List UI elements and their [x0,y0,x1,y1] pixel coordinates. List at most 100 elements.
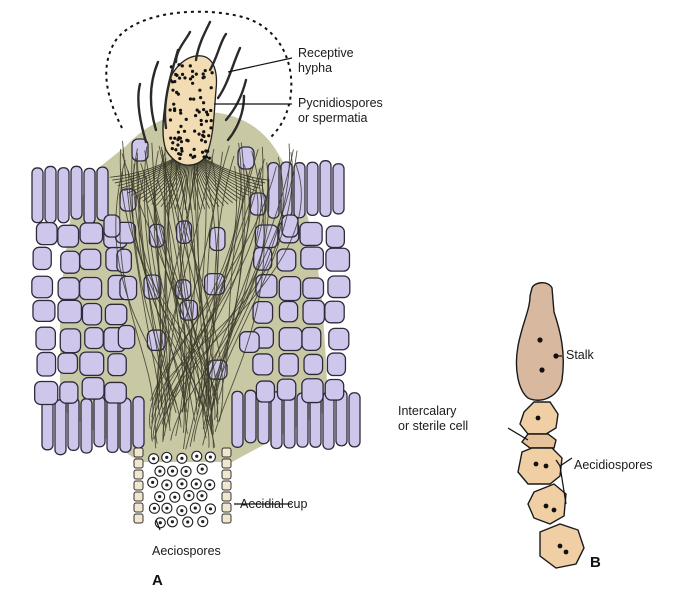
intercalary-cell-label-line2: or sterile cell [398,419,468,434]
host-cell [277,249,296,271]
host-cell [303,300,324,324]
host-cell [256,275,277,298]
host-cell [253,354,273,375]
receptive-hypha-label-line1: Receptive [298,46,354,61]
host-cell [326,226,344,247]
host-cell [105,304,126,324]
host-cell [107,398,118,453]
host-cell [61,251,80,273]
host-cell [232,391,243,447]
pycnidiospores-label-line1: Pycnidiospores [298,96,383,111]
host-cell [80,249,101,269]
host-cell [325,379,343,400]
host-cell [35,381,58,404]
spore-nucleus [534,462,539,467]
spore-nucleus [544,464,549,469]
host-cell [58,353,77,373]
host-cell [71,166,82,219]
host-cell [279,354,298,376]
host-cell [32,168,43,223]
host-cell [327,353,345,375]
host-cell [108,354,126,376]
host-cell [94,397,105,447]
spore-nucleus [536,416,541,421]
host-cell [302,379,323,403]
intercalary-cell-label-line1: Intercalary [398,404,468,419]
host-cell [60,382,78,403]
host-cell [58,278,79,300]
host-cell [256,381,274,402]
spore-nucleus [564,550,569,555]
host-cell [55,400,66,455]
host-cell [60,329,80,353]
host-cell [36,223,57,245]
aecidial-cup-label: Aecidial cup [240,497,307,512]
host-cell [81,399,92,453]
aecium-section [32,12,360,530]
spore-chain [508,283,584,568]
intercalary-cell [522,434,556,448]
stalk-nucleus [537,337,542,342]
intercalary-cell-label: Intercalary or sterile cell [398,404,468,434]
host-cell [80,352,104,375]
host-cell [277,379,295,400]
host-cell [301,247,324,269]
panel-a-letter: A [152,572,163,589]
host-cell [326,248,350,271]
host-cell [333,164,344,214]
host-cell [104,215,120,237]
host-cell [58,300,81,322]
host-cell [279,302,297,322]
aeciospores-label: Aeciospores [152,544,221,559]
spore-nucleus [544,504,549,509]
host-cell [85,328,104,349]
host-cell [105,382,127,403]
host-cell [45,166,56,223]
host-cell [58,168,69,223]
host-cell [304,354,323,374]
host-cell [117,249,131,272]
stalk-nucleus [539,367,544,372]
host-cell [300,222,322,245]
host-cell [279,277,300,301]
host-cell [245,390,256,442]
host-cell [80,223,102,244]
host-cell [120,398,131,452]
panel-b-letter: B [590,554,601,571]
host-cell [349,393,360,447]
host-cell [32,276,53,298]
host-cell [328,276,350,298]
spore-nucleus [558,544,563,549]
host-cell [294,163,305,218]
host-cell [97,167,108,220]
host-cell [302,328,321,351]
aeciospore-cluster [148,451,216,528]
host-cell [84,168,95,224]
host-cell [320,161,331,217]
spore-nucleus [552,508,557,513]
host-cell [307,162,318,215]
pycnidiospores-label-line2: or spermatia [298,111,383,126]
host-cell [58,225,79,247]
host-cell [68,398,79,451]
host-cell [279,328,302,351]
aecidiospores-label: Aecidiospores [574,458,653,473]
receptive-hypha-label-line2: hypha [298,61,354,76]
host-cell [80,277,102,299]
host-cell [82,303,101,324]
host-cell [240,332,260,353]
host-cell [133,397,144,448]
host-cell [33,247,51,269]
host-cell [329,328,349,349]
pycnidiospores-label: Pycnidiospores or spermatia [298,96,383,126]
receptive-hypha-label: Receptive hypha [298,46,354,76]
host-cell [36,327,55,350]
host-cell [33,300,55,321]
host-cell [82,378,104,399]
host-cell [303,278,324,298]
stalk-label: Stalk [566,348,594,363]
aecidiospore-cell [518,448,562,484]
host-cell [37,352,56,376]
host-cell [325,301,344,323]
